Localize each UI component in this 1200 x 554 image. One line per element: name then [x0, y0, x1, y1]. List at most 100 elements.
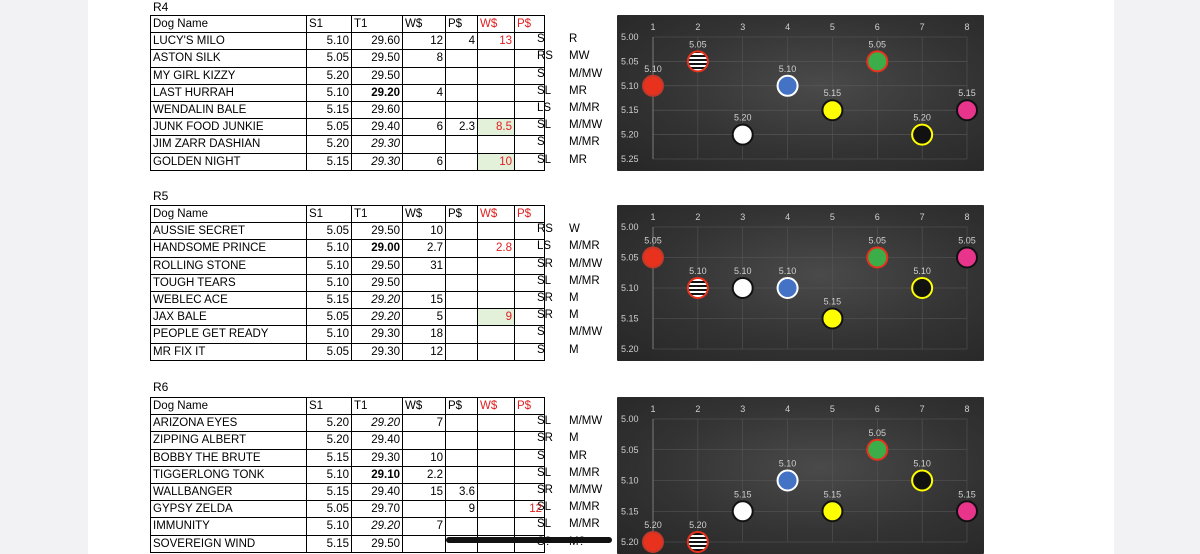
cell-s1[interactable]: 5.15: [306, 534, 352, 553]
cell-name[interactable]: JUNK FOOD JUNKIE: [150, 118, 307, 137]
cell-ws[interactable]: [477, 482, 515, 502]
cell-ps[interactable]: [514, 256, 545, 275]
cell-name[interactable]: JIM ZARR DASHIAN: [150, 135, 307, 154]
cell-name[interactable]: IMMUNITY: [150, 517, 307, 536]
cell-w[interactable]: [402, 500, 446, 519]
cell-w[interactable]: 18: [402, 325, 446, 344]
cell-s1[interactable]: 5.15: [306, 152, 352, 171]
cell-ps[interactable]: [514, 342, 545, 361]
cell-name[interactable]: LAST HURRAH: [150, 83, 307, 102]
cell-t1[interactable]: 29.30: [351, 135, 403, 154]
cell-ps[interactable]: [514, 152, 545, 171]
cell-t1[interactable]: 29.50: [351, 534, 403, 553]
cell-s1[interactable]: 5.15: [306, 100, 352, 120]
cell-t1[interactable]: 29.50: [351, 273, 403, 292]
cell-t1[interactable]: 29.30: [351, 448, 403, 467]
cell-t1[interactable]: 29.70: [351, 500, 403, 519]
cell-p[interactable]: 2.3: [445, 118, 478, 137]
cell-ps[interactable]: [514, 66, 545, 85]
cell-name[interactable]: GYPSY ZELDA: [150, 500, 307, 519]
cell-ps[interactable]: 12: [514, 500, 545, 519]
cell-ps[interactable]: [514, 32, 545, 51]
cell-p[interactable]: 9: [445, 500, 478, 519]
cell-t1[interactable]: 29.40: [351, 482, 403, 502]
cell-name[interactable]: MY GIRL KIZZY: [150, 66, 307, 85]
cell-p[interactable]: [445, 100, 478, 120]
cell-s1[interactable]: 5.10: [306, 239, 352, 258]
cell-name[interactable]: ZIPPING ALBERT: [150, 431, 307, 450]
cell-t1[interactable]: 29.40: [351, 118, 403, 137]
cell-ws[interactable]: [477, 342, 515, 361]
cell-s1[interactable]: 5.05: [306, 308, 352, 327]
cell-name[interactable]: TOUGH TEARS: [150, 273, 307, 292]
cell-name[interactable]: WALLBANGER: [150, 482, 307, 502]
cell-w[interactable]: 2.7: [402, 239, 446, 258]
cell-ps[interactable]: [514, 482, 545, 502]
cell-t1[interactable]: 29.00: [351, 239, 403, 258]
cell-ws[interactable]: 10: [477, 152, 515, 171]
cell-ps[interactable]: [514, 273, 545, 292]
cell-ps[interactable]: [514, 135, 545, 154]
cell-w[interactable]: [402, 534, 446, 553]
cell-w[interactable]: [402, 431, 446, 450]
cell-t1[interactable]: 29.20: [351, 83, 403, 102]
cell-ws[interactable]: [477, 66, 515, 85]
cell-name[interactable]: GOLDEN NIGHT: [150, 152, 307, 171]
cell-t1[interactable]: 29.20: [351, 414, 403, 433]
cell-p[interactable]: [445, 152, 478, 171]
cell-s1[interactable]: 5.20: [306, 135, 352, 154]
cell-ps[interactable]: [514, 49, 545, 68]
cell-w[interactable]: 2.2: [402, 465, 446, 484]
cell-w[interactable]: 6: [402, 118, 446, 137]
cell-name[interactable]: ASTON SILK: [150, 49, 307, 68]
cell-w[interactable]: 5: [402, 308, 446, 327]
cell-t1[interactable]: 29.30: [351, 152, 403, 171]
cell-name[interactable]: SOVEREIGN WIND: [150, 534, 307, 553]
cell-ws[interactable]: [477, 325, 515, 344]
cell-ws[interactable]: 8.5: [477, 118, 515, 137]
cell-ws[interactable]: 9: [477, 308, 515, 327]
cell-t1[interactable]: 29.20: [351, 517, 403, 536]
cell-ws[interactable]: [477, 256, 515, 275]
cell-ws[interactable]: [477, 222, 515, 241]
cell-p[interactable]: [445, 273, 478, 292]
cell-s1[interactable]: 5.10: [306, 83, 352, 102]
cell-w[interactable]: [402, 135, 446, 154]
cell-ps[interactable]: [514, 239, 545, 258]
cell-name[interactable]: WENDALIN BALE: [150, 100, 307, 120]
cell-s1[interactable]: 5.10: [306, 32, 352, 51]
cell-t1[interactable]: 29.30: [351, 342, 403, 361]
cell-w[interactable]: 31: [402, 256, 446, 275]
cell-ws[interactable]: [477, 49, 515, 68]
cell-t1[interactable]: 29.50: [351, 222, 403, 241]
cell-t1[interactable]: 29.60: [351, 32, 403, 51]
cell-p[interactable]: [445, 414, 478, 433]
cell-p[interactable]: [445, 465, 478, 484]
cell-ws[interactable]: [477, 83, 515, 102]
cell-name[interactable]: BOBBY THE BRUTE: [150, 448, 307, 467]
cell-s1[interactable]: 5.05: [306, 342, 352, 361]
cell-p[interactable]: [445, 66, 478, 85]
cell-w[interactable]: 10: [402, 222, 446, 241]
cell-s1[interactable]: 5.05: [306, 500, 352, 519]
cell-ps[interactable]: [514, 118, 545, 137]
cell-s1[interactable]: 5.05: [306, 118, 352, 137]
cell-name[interactable]: AUSSIE SECRET: [150, 222, 307, 241]
cell-s1[interactable]: 5.20: [306, 431, 352, 450]
cell-s1[interactable]: 5.10: [306, 517, 352, 536]
cell-name[interactable]: WEBLEC ACE: [150, 290, 307, 310]
cell-t1[interactable]: 29.50: [351, 66, 403, 85]
cell-p[interactable]: [445, 448, 478, 467]
cell-ws[interactable]: [477, 431, 515, 450]
cell-ws[interactable]: [477, 517, 515, 536]
cell-t1[interactable]: 29.50: [351, 49, 403, 68]
cell-ps[interactable]: [514, 308, 545, 327]
cell-ws[interactable]: 13: [477, 32, 515, 51]
cell-w[interactable]: 12: [402, 32, 446, 51]
cell-w[interactable]: 7: [402, 517, 446, 536]
cell-ps[interactable]: [514, 325, 545, 344]
horizontal-scrollbar[interactable]: [446, 537, 612, 543]
cell-ps[interactable]: [514, 414, 545, 433]
cell-p[interactable]: 4: [445, 32, 478, 51]
cell-w[interactable]: 15: [402, 482, 446, 502]
